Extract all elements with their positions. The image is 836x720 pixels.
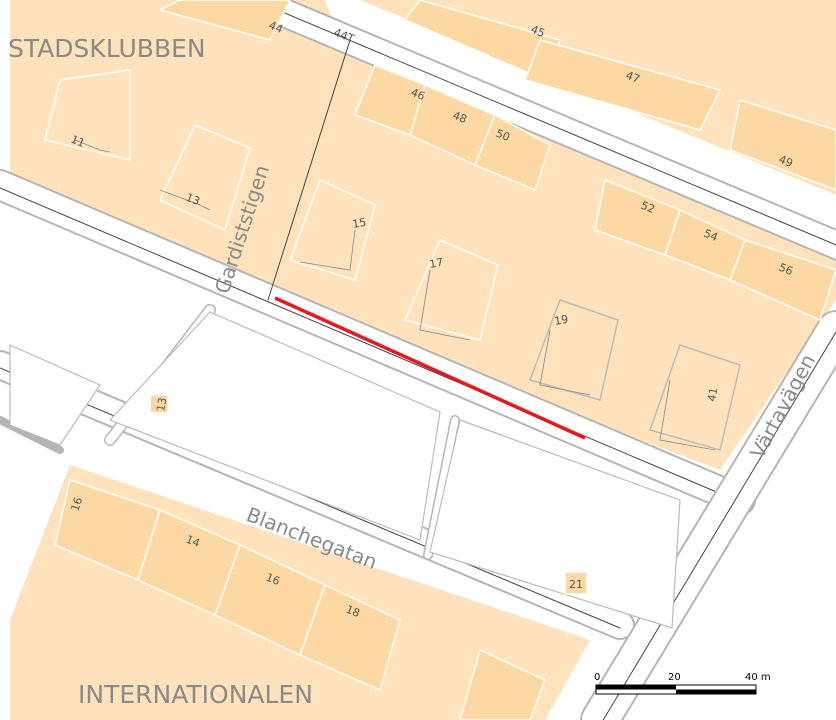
house-number-47: 47: [624, 69, 642, 86]
house-number-16-east: 16: [264, 571, 282, 588]
house-number-11: 11: [69, 133, 87, 150]
house-number-56: 56: [777, 261, 795, 278]
highlighted-street-segment[interactable]: [274, 296, 586, 440]
scale-bar: 0 20 40 m: [594, 672, 771, 695]
house-number-14: 14: [184, 533, 202, 550]
house-number-46: 46: [409, 86, 427, 103]
scale-label-20: 20: [668, 672, 681, 683]
house-number-50: 50: [494, 127, 512, 144]
house-number-13: 13: [184, 191, 202, 208]
scale-label-40: 40 m: [745, 672, 771, 683]
house-number-19: 19: [553, 313, 569, 328]
building-outlines: [74, 139, 716, 451]
house-number-45: 45: [529, 23, 547, 40]
house-number-49: 49: [777, 153, 795, 170]
buildings: [44, 0, 836, 720]
house-number-18: 18: [344, 603, 362, 620]
house-number-52: 52: [639, 199, 657, 216]
house-number-17: 17: [428, 256, 444, 271]
house-number-54: 54: [702, 227, 720, 244]
district-label-internationalen: INTERNATIONALEN: [78, 680, 313, 709]
house-number-13-small: 13: [154, 396, 169, 412]
scale-label-0: 0: [594, 672, 600, 683]
district-label-stadsklubben: STADSKLUBBEN: [8, 34, 206, 63]
house-number-16-west: 16: [68, 496, 85, 513]
house-number-21: 21: [569, 578, 583, 591]
open-areas: [9, 311, 681, 629]
house-number-15: 15: [351, 216, 367, 231]
house-number-41: 41: [705, 386, 720, 402]
house-number-48: 48: [451, 109, 469, 126]
house-number-44: 44: [267, 19, 285, 36]
